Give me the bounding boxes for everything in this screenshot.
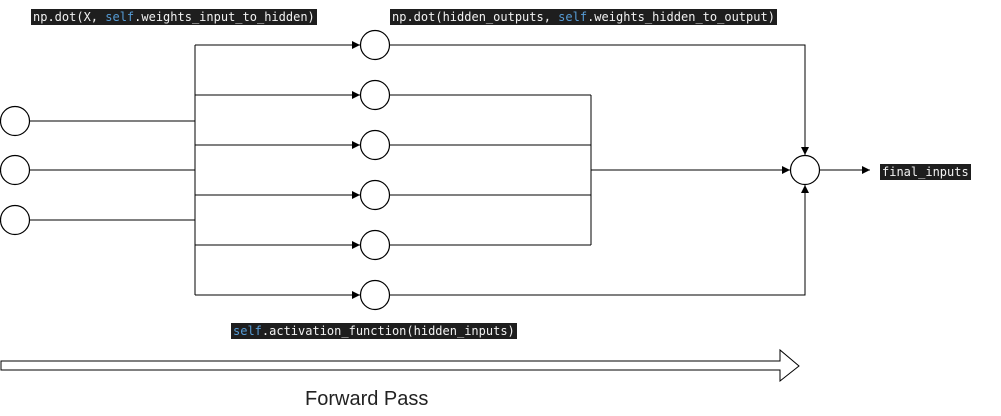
- hidden-node: [359, 129, 391, 161]
- output-node: [789, 154, 821, 186]
- forward-pass-caption: Forward Pass: [305, 388, 429, 410]
- hidden-to-output-keyword: self: [558, 10, 588, 24]
- activation-keyword: self: [233, 324, 262, 338]
- hidden-node: [359, 29, 391, 61]
- input-connectors: [30, 45, 196, 295]
- hidden-node: [359, 229, 391, 261]
- hidden-to-output-prefix: np.dot(hidden_outputs,: [392, 10, 559, 24]
- hidden-node: [359, 279, 391, 311]
- hidden-output-connectors: [390, 44, 809, 296]
- input-to-hidden-prefix: np.dot(X,: [33, 10, 106, 24]
- hidden-node: [359, 179, 391, 211]
- hidden-input-arrows: [195, 41, 360, 299]
- input-to-hidden-suffix: .weights_input_to_hidden): [134, 10, 315, 24]
- hidden-node: [359, 79, 391, 111]
- forward-pass-arrow-icon: [0, 348, 800, 383]
- hidden-to-output-suffix: .weights_hidden_to_output): [587, 10, 775, 24]
- hidden-layer: [359, 29, 391, 311]
- input-to-hidden-keyword: self: [105, 10, 135, 24]
- input-node: [0, 204, 31, 236]
- bottom-hidden-to-output-arrow: [390, 185, 809, 296]
- activation-label: self.activation_function(hidden_inputs): [231, 323, 517, 339]
- input-layer: [0, 105, 31, 236]
- input-node: [0, 154, 31, 186]
- top-hidden-to-output-arrow: [390, 44, 809, 155]
- activation-suffix: .activation_function(hidden_inputs): [261, 324, 515, 338]
- input-node: [0, 105, 31, 137]
- input-to-hidden-label: np.dot(X, self.weights_input_to_hidden): [31, 9, 317, 25]
- final-inputs-label: final_inputs: [880, 164, 971, 180]
- hidden-to-output-label: np.dot(hidden_outputs, self.weights_hidd…: [390, 9, 777, 25]
